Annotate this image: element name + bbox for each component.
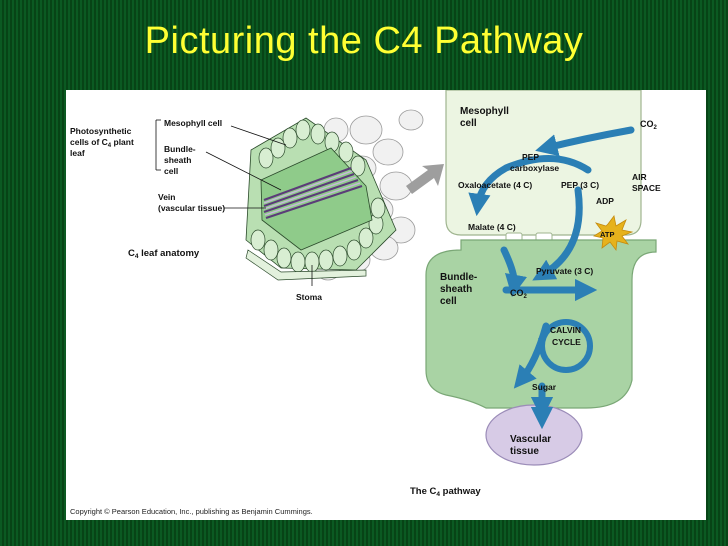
bundle-sheath-cell-shape bbox=[425, 239, 657, 409]
label-sugar: Sugar bbox=[532, 382, 557, 392]
label-stoma: Stoma bbox=[296, 292, 322, 302]
label-bundle-sheath-2: sheath bbox=[164, 155, 191, 165]
label-tissue: tissue bbox=[510, 446, 539, 457]
atp-starburst bbox=[592, 215, 634, 252]
figure-panel: Photosynthetic cells of C4 plant leaf Me… bbox=[66, 90, 706, 520]
label-mesophyll-cell: Mesophyll cell bbox=[164, 118, 222, 128]
label-mesophyll-cell-2: cell bbox=[460, 118, 477, 129]
label-bundle-2: sheath bbox=[440, 284, 472, 295]
zoom-arrow bbox=[406, 164, 444, 194]
label-adp: ADP bbox=[596, 196, 614, 206]
copyright-notice: Copyright © Pearson Education, Inc., pub… bbox=[70, 507, 313, 516]
label-mesophyll: Mesophyll bbox=[460, 106, 509, 117]
label-pyruvate: Pyruvate (3 C) bbox=[536, 266, 593, 276]
c4-figure: Photosynthetic cells of C4 plant leaf Me… bbox=[70, 90, 661, 498]
label-c4-plant: cells of C4 plant bbox=[70, 137, 134, 149]
label-bundle-sheath-3: cell bbox=[164, 166, 178, 176]
mesophyll-cell-shape bbox=[445, 90, 642, 236]
leaf-anatomy-illustration bbox=[245, 109, 424, 281]
label-pep: PEP (3 C) bbox=[561, 180, 599, 190]
label-vascular: Vascular bbox=[510, 434, 551, 445]
label-oxaloacetate: Oxaloacetate (4 C) bbox=[458, 180, 532, 190]
label-bundle-3: cell bbox=[440, 296, 457, 307]
label-space: SPACE bbox=[632, 183, 661, 193]
label-air: AIR bbox=[632, 172, 647, 182]
label-calvin: CALVIN bbox=[550, 325, 581, 335]
label-co2-bundle: CO2 bbox=[510, 288, 528, 300]
anatomy-pointer-lines bbox=[155, 119, 313, 286]
slide-title: Picturing the C4 Pathway bbox=[144, 20, 584, 62]
label-co2-top: CO2 bbox=[640, 119, 658, 131]
label-malate: Malate (4 C) bbox=[468, 222, 516, 232]
calvin-cycle-arrowhead bbox=[538, 338, 546, 346]
label-pep-carboxylase-2: carboxylase bbox=[510, 163, 559, 173]
label-vascular-tissue: (vascular tissue) bbox=[158, 203, 225, 213]
caption-c4-pathway: The C4 pathway bbox=[410, 486, 481, 498]
label-cycle: CYCLE bbox=[552, 337, 581, 347]
label-pep-carboxylase-1: PEP bbox=[522, 152, 539, 162]
label-atp: ATP bbox=[600, 230, 614, 239]
label-photosynthetic: Photosynthetic bbox=[70, 126, 132, 136]
caption-c4-leaf-anatomy: C4 leaf anatomy bbox=[128, 248, 200, 260]
label-bundle-sheath-1: Bundle- bbox=[164, 144, 196, 154]
label-bundle-1: Bundle- bbox=[440, 272, 477, 283]
label-vein: Vein bbox=[158, 192, 175, 202]
label-leaf: leaf bbox=[70, 148, 85, 158]
